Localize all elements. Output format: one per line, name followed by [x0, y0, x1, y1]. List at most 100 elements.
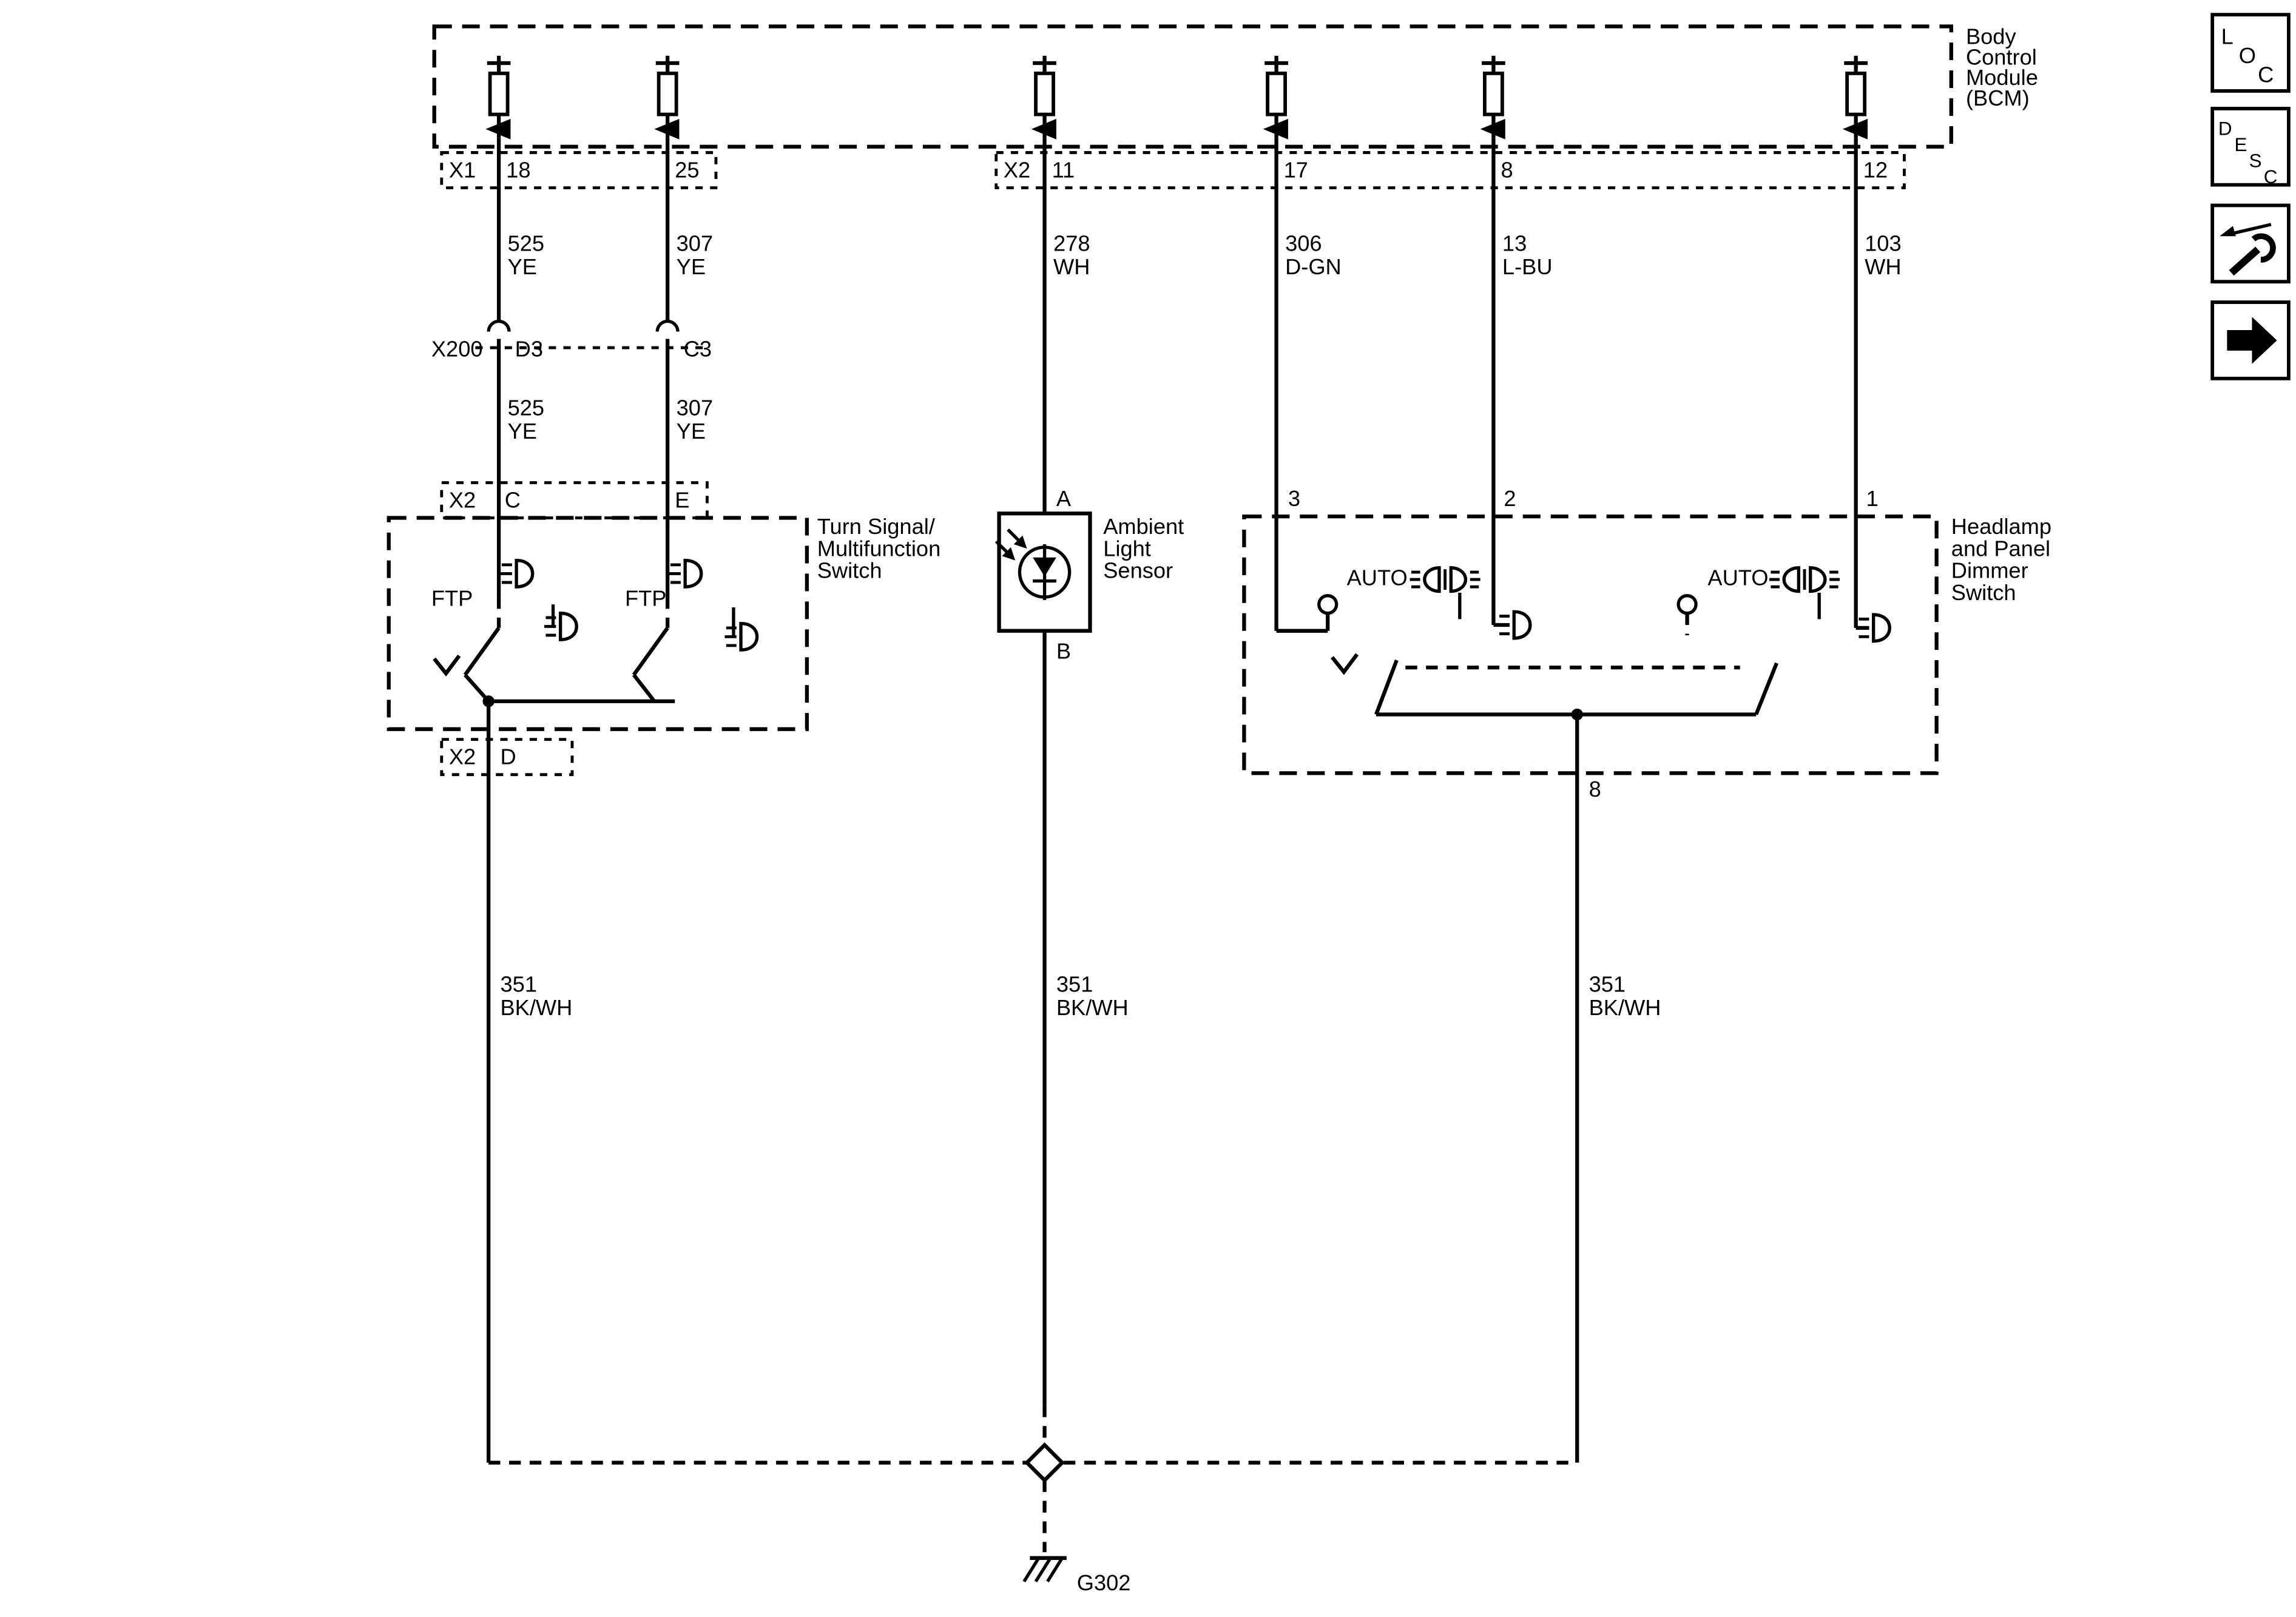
legend: L O C D E S C	[2210, 13, 2291, 380]
wire-278-wh: 278 WH	[1042, 138, 1090, 514]
headlamp-icon	[669, 561, 701, 587]
wire-circuit-label: 278	[1053, 231, 1090, 255]
wire-13-lbu: 13 L-BU	[1491, 138, 1553, 626]
legend-box[interactable]	[2210, 203, 2291, 284]
pin-label: 1	[1866, 486, 1879, 511]
wire-color-label: WH	[1865, 254, 1901, 279]
bcm: Body Control Module (BCM)	[432, 24, 2038, 149]
legend-box[interactable]	[2210, 13, 2291, 93]
bcm-connector-x2: X2 11 17 8 12	[994, 151, 1906, 189]
pin-label: E	[675, 488, 689, 513]
desc-letter: C	[2264, 166, 2278, 187]
chassis-ground-icon	[1022, 1556, 1067, 1582]
turn-signal-multifunction-switch: X2 C E Turn Signal/ Multifunction Switch…	[387, 481, 941, 777]
connector-x200: X200 D3 C3	[431, 319, 712, 362]
pin-label: 8	[1501, 158, 1513, 183]
wire-circuit-label: 103	[1865, 231, 1901, 255]
connector-strip	[994, 151, 1906, 189]
park-lamp-icon	[1769, 568, 1840, 592]
component-name: Sensor	[1103, 558, 1173, 583]
detent-icon	[434, 656, 459, 673]
photodiode-icon	[994, 528, 1072, 600]
wire-525-ye-lower: 525 YE	[496, 339, 544, 598]
female-terminal-icon	[655, 319, 680, 332]
pin-label: 8	[1589, 777, 1601, 802]
pin-label: 2	[1504, 486, 1516, 511]
pin-label: 18	[506, 158, 530, 183]
park-lamp-icon	[1410, 568, 1481, 592]
wire-351-center: 351 BK/WH	[1042, 630, 1129, 1447]
desc-letter: E	[2234, 134, 2247, 155]
connector-strip	[440, 738, 574, 777]
wire-307-ye-lower: 307 YE	[665, 339, 713, 598]
headlamp-icon	[1498, 612, 1530, 638]
component-name: Multifunction	[817, 536, 941, 561]
ts-connector-bottom: X2 D	[440, 738, 574, 777]
bcm-name: Body	[1966, 24, 2016, 49]
wire-circuit-label: 306	[1285, 231, 1322, 255]
legend-repair-button[interactable]	[2210, 203, 2291, 284]
headlamp-icon	[544, 613, 576, 640]
ts-switch-box	[387, 516, 809, 731]
bcm-box	[432, 24, 1953, 149]
wire-color-label: D-GN	[1285, 254, 1342, 279]
pin-label: D	[501, 744, 516, 769]
desc-letter: D	[2218, 118, 2232, 139]
wire-circuit-label: 307	[677, 231, 713, 255]
component-name: Ambient	[1103, 514, 1184, 539]
bcm-name: Module	[1966, 65, 2038, 90]
wire-color-label: L-BU	[1502, 254, 1553, 279]
junction-dot	[482, 695, 495, 707]
wire-color-label: BK/WH	[1589, 995, 1661, 1020]
wire-351-right: 351 BK/WH	[1575, 714, 1661, 1463]
wire-circuit-label: 525	[508, 395, 544, 420]
component-name: Switch	[1951, 580, 2016, 605]
headlamp-icon	[501, 561, 533, 587]
wire-103-wh: 103 WH	[1854, 138, 1902, 628]
ground-label: G302	[1077, 1570, 1131, 1595]
ground-g302: G302	[488, 1442, 1578, 1595]
wire-351-left: 351 BK/WH	[487, 701, 572, 1463]
component-name: Headlamp	[1951, 514, 2051, 539]
dimmer-internals: AUTO AUTO	[1276, 565, 1890, 721]
legend-forward-button[interactable]	[2210, 300, 2291, 380]
component-name: Turn Signal/	[817, 514, 936, 539]
splice-diamond-icon	[1024, 1442, 1065, 1484]
legend-box[interactable]	[2210, 107, 2291, 187]
headlamp-icon	[1857, 615, 1889, 641]
connector-label: X2	[449, 744, 476, 769]
bcm-name: (BCM)	[1966, 86, 2030, 110]
loc-letter: C	[2258, 62, 2274, 87]
legend-loc-button[interactable]: L O C	[2210, 13, 2291, 93]
wire-color-label: YE	[677, 254, 706, 279]
bcm-connector-x1: X1 18 25	[440, 151, 718, 189]
ts-internals: FTP FTP	[431, 561, 757, 707]
headlamp-panel-dimmer-switch: 3 2 1 Headlamp and Panel Dimmer Switch A…	[1242, 486, 2051, 802]
wire-color-label: WH	[1053, 254, 1090, 279]
pin-label: 11	[1052, 158, 1075, 183]
pin-label: C3	[684, 337, 712, 362]
auto-contact-icon	[1317, 594, 1339, 615]
wire-color-label: YE	[677, 419, 706, 444]
pin-label: D3	[515, 337, 543, 362]
pin-label: 25	[675, 158, 699, 183]
detent-icon	[1332, 654, 1357, 672]
component-name: Dimmer	[1951, 558, 2028, 583]
legend-desc-button[interactable]: D E S C	[2210, 107, 2291, 187]
ambient-light-sensor: A B Ambient Light Sensor	[994, 486, 1184, 664]
connector-label: X1	[449, 158, 476, 183]
connector-label: X2	[449, 488, 476, 513]
pin-label: 17	[1284, 158, 1308, 183]
component-name: Switch	[817, 558, 882, 583]
wire-circuit-label: 351	[1589, 971, 1626, 996]
wire-color-label: BK/WH	[1056, 995, 1129, 1020]
wire-307-ye-upper: 307 YE	[665, 138, 713, 323]
component-name: Light	[1103, 536, 1151, 561]
ftp-label: FTP	[625, 586, 666, 611]
wire-color-label: YE	[508, 254, 537, 279]
connector-label: X200	[431, 337, 483, 362]
wire-306-dgn: 306 D-GN	[1274, 138, 1342, 631]
pin-label: 3	[1288, 486, 1300, 511]
auto-contact-icon	[1676, 594, 1698, 615]
ftp-label: FTP	[431, 586, 473, 611]
